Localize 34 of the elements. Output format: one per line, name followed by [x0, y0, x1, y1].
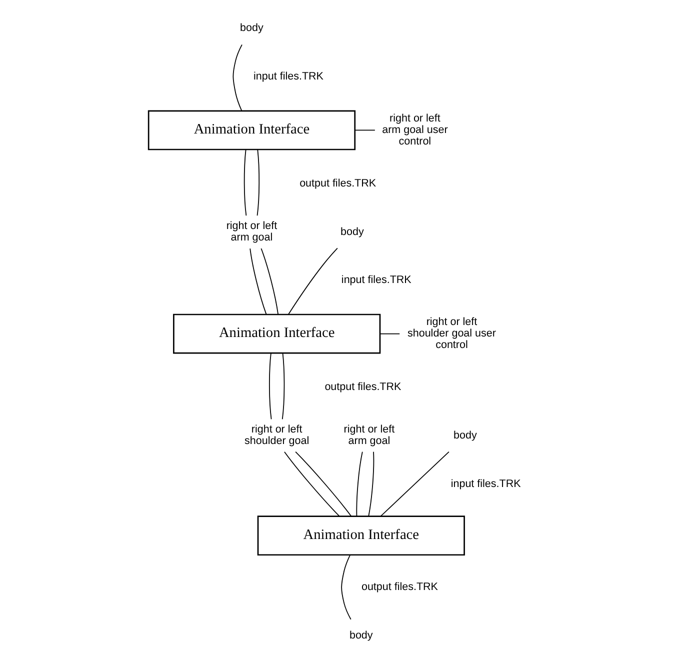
node-text: right or left shoulder goal	[244, 424, 309, 448]
connector	[379, 333, 400, 334]
label: input files.TRK	[253, 70, 323, 83]
connector	[281, 352, 284, 420]
node-text: body	[453, 429, 476, 442]
connector	[294, 451, 352, 517]
connector	[284, 451, 340, 517]
node-text: right or left arm goal	[226, 220, 277, 244]
node-text: body	[240, 22, 263, 34]
label: output files.TRK	[299, 177, 376, 190]
connector	[232, 44, 242, 112]
node-box: Animation Interface	[256, 516, 464, 556]
label: input files.TRK	[450, 478, 520, 490]
connector	[256, 149, 260, 216]
label: output files.TRK	[324, 380, 401, 393]
connector	[356, 451, 362, 517]
node-text: body	[340, 226, 364, 238]
connector	[354, 130, 375, 131]
connector	[260, 248, 278, 315]
node-box: Animation Interface	[172, 314, 380, 354]
label: output files.TRK	[360, 580, 438, 593]
connector	[368, 451, 374, 517]
connector	[243, 149, 246, 216]
connector	[249, 248, 266, 315]
label: input files.TRK	[340, 274, 411, 286]
connector	[268, 352, 272, 420]
node-text: right or left shoulder goal user control	[407, 316, 496, 352]
connector	[380, 451, 449, 517]
node-text: body	[348, 629, 372, 642]
connector	[340, 554, 351, 620]
connector	[287, 248, 338, 315]
node-box: Animation Interface	[147, 110, 356, 150]
node-text: right or left arm goal user control	[382, 112, 448, 148]
node-text: right or left arm goal	[343, 424, 394, 448]
